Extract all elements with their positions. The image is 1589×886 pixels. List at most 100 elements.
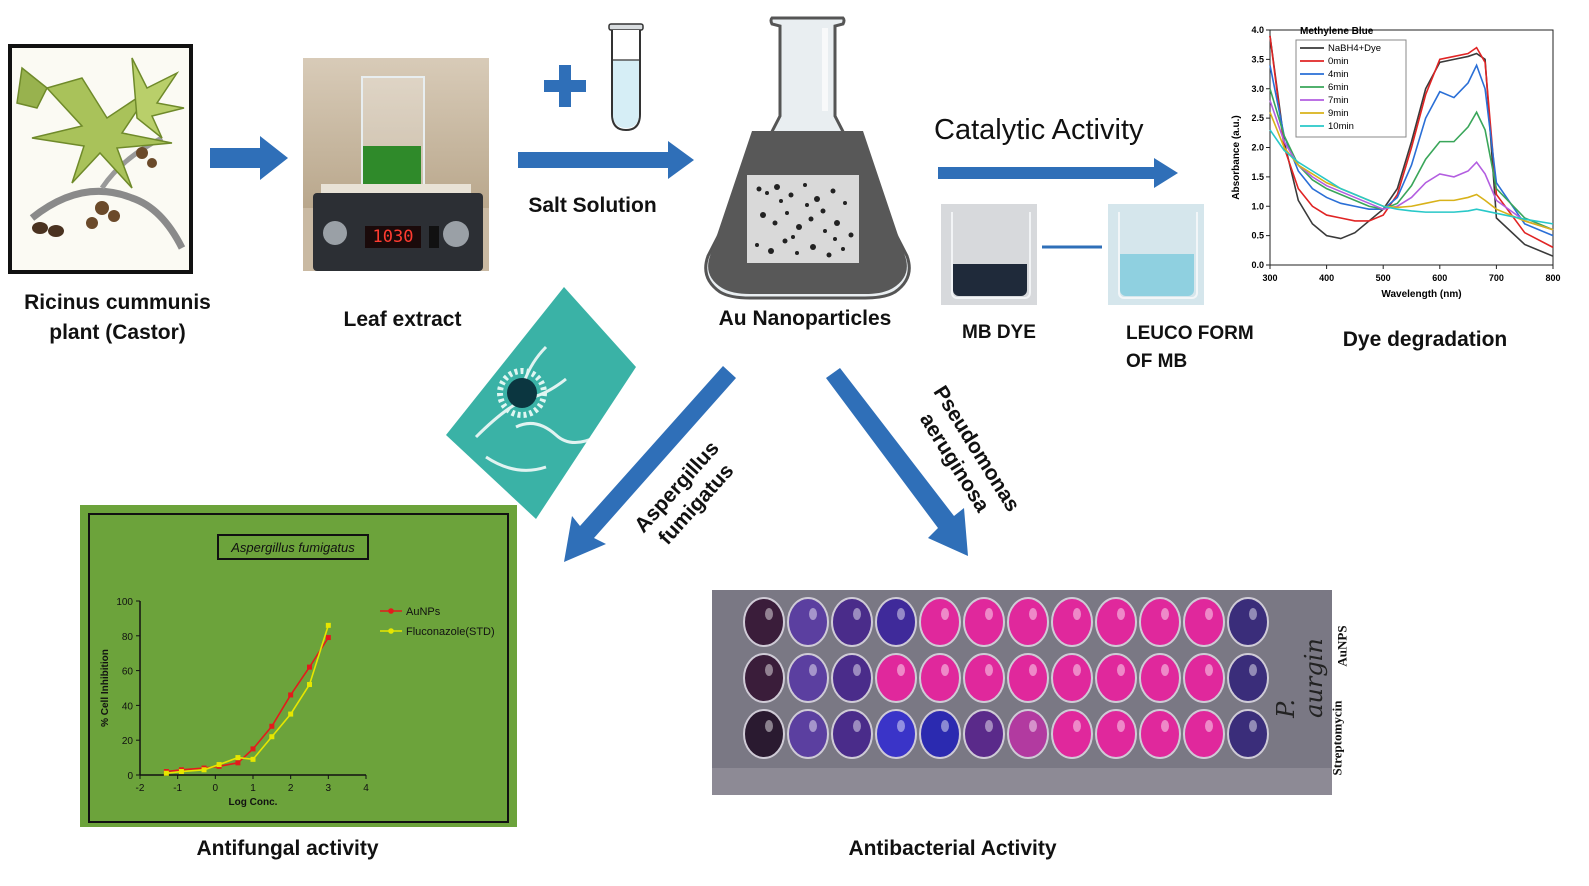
x-tick-label: 0 [213,783,219,794]
x-tick-label: 4 [363,783,369,794]
well [1095,597,1137,647]
well-highlight [1205,608,1213,620]
arrow-to-antibacterial [826,366,976,558]
well [963,597,1005,647]
well-highlight [1205,720,1213,732]
dye-degradation-label: Dye degradation [1342,328,1508,351]
x-tick-label: 800 [1545,273,1560,283]
plus-icon [544,65,586,112]
well [963,709,1005,759]
well-highlight [897,720,905,732]
well [743,597,785,647]
x-tick-label: 1 [250,783,256,794]
antifungal-activity-label: Antifungal activity [196,837,379,860]
well-highlight [853,720,861,732]
well [1007,653,1049,703]
au-nanoparticles-label: Au Nanoparticles [718,307,892,330]
well [831,597,873,647]
y-tick-label: 1.0 [1251,201,1264,211]
arrow-plant-to-leaf [210,136,288,180]
mb-dye-label: MB DYE [962,322,1036,343]
y-tick-label: 0.5 [1251,231,1264,241]
data-point [235,755,241,761]
legend-label: 9min [1328,108,1349,119]
leuco-form-label: LEUCO FORM OF MB [1126,323,1254,372]
well [1095,653,1137,703]
well-highlight [941,608,949,620]
y-tick-label: 20 [122,736,134,747]
y-tick-label: 2.5 [1251,113,1264,123]
x-tick-label: 300 [1262,273,1277,283]
well [787,709,829,759]
well [919,709,961,759]
well-highlight [1249,720,1257,732]
series-line [1269,111,1554,231]
aspergillus-micrograph [446,287,636,524]
well-highlight [1161,608,1169,620]
well [919,597,961,647]
y-tick-label: 0 [127,771,133,782]
plate-edge [712,768,1332,795]
well-highlight [985,664,993,676]
well [919,653,961,703]
well [875,653,917,703]
well [743,653,785,703]
castor-plant-illustration [8,44,193,274]
well-highlight [985,608,993,620]
y-axis-label: Absorbance (a.u.) [1231,115,1242,199]
arrow-catalytic [938,158,1178,188]
flask-icon [700,16,915,309]
legend-label: AuNPs [406,606,441,618]
arrow-to-antifungal [556,366,746,562]
well-highlight [1073,664,1081,676]
data-point [216,762,222,768]
data-point [307,682,312,688]
series-line [1269,88,1554,231]
test-tube-icon [605,22,647,139]
hotplate-display: 1030 [365,226,421,248]
well-highlight [809,608,817,620]
x-tick-label: 500 [1376,273,1391,283]
well-highlight [853,664,861,676]
data-point [307,664,312,670]
well-plate-photo: P. aurgin [712,590,1332,795]
well-highlight [1249,608,1257,620]
well [1051,597,1093,647]
chart-title: Aspergillus fumigatus [230,540,355,555]
x-tick-label: 2 [288,783,294,794]
series-line [1269,35,1554,249]
y-tick-label: 40 [122,701,134,712]
well-highlight [941,664,949,676]
legend-marker [388,608,394,614]
x-axis-label: Wavelength (nm) [1381,289,1461,300]
data-point [250,756,256,762]
x-axis-label: Log Conc. [229,797,278,808]
series-line [1269,129,1554,225]
plate-handwriting: P. aurgin [1271,638,1328,718]
well-highlight [809,720,817,732]
plate-label-streptomycin: Streptomycin [1329,700,1345,776]
legend-label: 4min [1328,69,1349,80]
well [1227,597,1269,647]
series-line [166,637,330,773]
well [1051,653,1093,703]
chart-title: Methylene Blue [1300,26,1374,37]
arrow-mb-to-leuco [1042,240,1102,254]
chart-title-box [217,534,369,560]
y-tick-label: 80 [122,632,134,643]
legend-label: NaBH4+Dye [1328,43,1381,54]
arrow-salt-solution [518,141,694,179]
y-tick-label: 100 [116,597,133,608]
x-tick-label: -2 [136,783,145,794]
y-tick-label: 3.0 [1251,84,1264,94]
well [831,653,873,703]
well-highlight [765,664,773,676]
legend-label: 10min [1328,121,1354,132]
well [831,709,873,759]
well [1227,653,1269,703]
x-tick-label: -1 [173,783,182,794]
well-highlight [1117,608,1125,620]
x-tick-label: 700 [1489,273,1504,283]
legend-marker [388,628,394,634]
data-point [250,746,256,752]
